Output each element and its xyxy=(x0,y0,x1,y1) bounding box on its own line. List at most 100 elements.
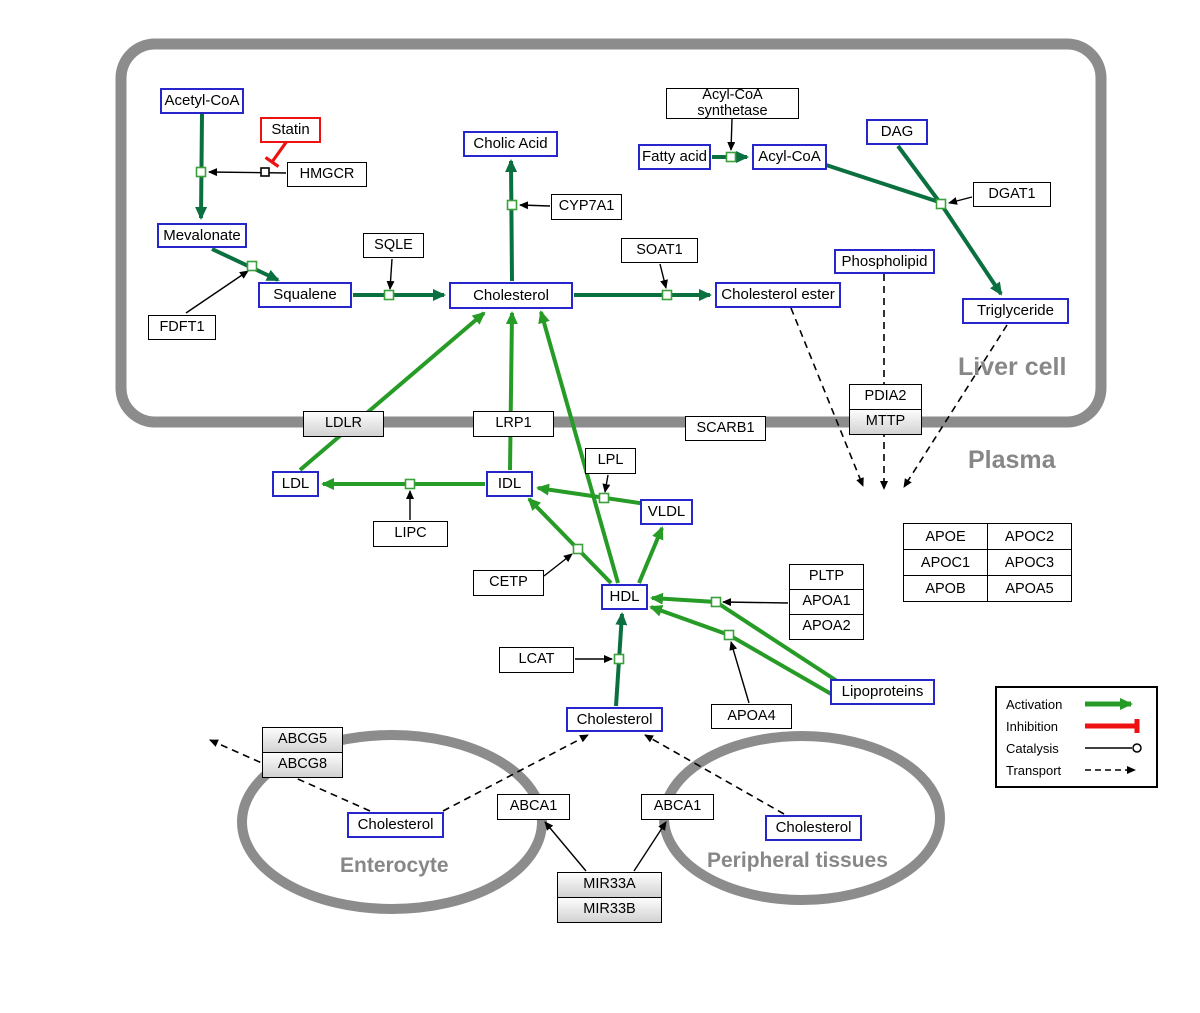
node-apoc2[interactable]: APOC2 xyxy=(988,524,1072,550)
edge-acylcoa-synthetase-catalysis xyxy=(727,118,736,151)
node-apoc1[interactable]: APOC1 xyxy=(904,550,988,576)
node-mir33a[interactable]: MIR33A xyxy=(557,872,662,898)
node-acetyl-coa[interactable]: Acetyl-CoA xyxy=(160,88,244,114)
legend-catalysis-label: Catalysis xyxy=(1006,740,1059,756)
catalysis-circle-icon xyxy=(1085,743,1142,753)
edge-cyp7a1-catalysis xyxy=(519,201,551,210)
legend: Activation Inhibition Catalysis Transpor… xyxy=(995,686,1158,788)
legend-inhibition-label: Inhibition xyxy=(1006,718,1059,734)
edge-hdl-vldl xyxy=(637,526,664,584)
edge-ldl-uptake-ldlr xyxy=(298,311,486,472)
edge-cholesterol-ester-secretion xyxy=(790,307,864,487)
edge-cholesterol-efflux-enterocyte xyxy=(442,734,589,812)
transport-dashed-arrow-icon xyxy=(1085,766,1136,774)
edge-hdl-uptake-liver xyxy=(538,310,620,584)
node-cholic-acid[interactable]: Cholic Acid xyxy=(463,131,558,157)
peripheral-tissues-label: Peripheral tissues xyxy=(707,849,888,872)
node-apoe[interactable]: APOE xyxy=(904,524,988,550)
node-hmgcr[interactable]: HMGCR xyxy=(287,162,367,187)
node-acyl-coa[interactable]: Acyl-CoA xyxy=(752,144,827,170)
node-triglyceride[interactable]: Triglyceride xyxy=(962,298,1069,324)
node-cholesterol-plasma[interactable]: Cholesterol xyxy=(566,707,663,732)
node-soat1[interactable]: SOAT1 xyxy=(621,238,698,263)
edge-acylcoa-dgat1 xyxy=(822,162,940,204)
compartment-shapes xyxy=(115,38,1107,914)
node-abcg8[interactable]: ABCG8 xyxy=(262,752,343,778)
edge-apoa4-catalysis xyxy=(729,641,750,704)
plasma-label: Plasma xyxy=(968,446,1056,474)
edge-lpl-catalysis xyxy=(602,474,611,493)
node-squalene[interactable]: Squalene xyxy=(258,282,352,308)
node-cholesterol-peripheral[interactable]: Cholesterol xyxy=(765,815,862,841)
catalysis-edges xyxy=(185,118,973,872)
edge-hmgcr-catalysis xyxy=(208,168,287,177)
legend-activation: Activation xyxy=(1006,696,1147,712)
edge-hdl-idl-cetp xyxy=(527,497,613,585)
node-apoa2[interactable]: APOA2 xyxy=(789,614,864,640)
node-apoc3[interactable]: APOC3 xyxy=(988,550,1072,576)
activation-arrow-icon xyxy=(1085,698,1133,710)
edge-mir33-abca1-left xyxy=(544,821,587,872)
node-statin[interactable]: Statin xyxy=(260,117,321,143)
node-lipc[interactable]: LIPC xyxy=(373,521,448,547)
node-idl[interactable]: IDL xyxy=(486,471,533,497)
edge-dgat1-triglyceride xyxy=(941,205,1003,296)
statin-inhibition-tbar xyxy=(264,156,280,168)
node-apoa5[interactable]: APOA5 xyxy=(988,576,1072,602)
node-abca1-right[interactable]: ABCA1 xyxy=(641,794,714,820)
node-fdft1[interactable]: FDFT1 xyxy=(148,315,216,340)
node-cholesterol-ester[interactable]: Cholesterol ester xyxy=(715,282,841,308)
node-cholesterol-liver[interactable]: Cholesterol xyxy=(449,282,573,309)
node-apoa1[interactable]: APOA1 xyxy=(789,589,864,615)
node-ldlr[interactable]: LDLR xyxy=(303,411,384,437)
node-apoa4[interactable]: APOA4 xyxy=(711,704,792,729)
node-cholesterol-enterocyte[interactable]: Cholesterol xyxy=(347,812,444,838)
legend-inhibition: Inhibition xyxy=(1006,718,1147,734)
edge-dgat1-catalysis xyxy=(948,196,973,205)
node-pdia2[interactable]: PDIA2 xyxy=(849,384,922,410)
edge-mir33-abca1-right xyxy=(633,821,667,872)
node-scarb1[interactable]: SCARB1 xyxy=(685,416,766,441)
node-fatty-acid[interactable]: Fatty acid xyxy=(638,144,711,170)
node-acyl-coa-synthetase[interactable]: Acyl-CoA synthetase xyxy=(666,88,799,119)
node-dgat1[interactable]: DGAT1 xyxy=(973,182,1051,207)
node-lcat[interactable]: LCAT xyxy=(499,647,574,673)
node-apob[interactable]: APOB xyxy=(904,576,988,602)
node-phospholipid[interactable]: Phospholipid xyxy=(834,249,935,274)
enterocyte-membrane xyxy=(237,730,547,914)
edge-dag-dgat1 xyxy=(896,144,940,202)
reaction-nodes xyxy=(195,151,947,665)
node-mevalonate[interactable]: Mevalonate xyxy=(157,223,247,248)
node-pltp[interactable]: PLTP xyxy=(789,564,864,590)
hmgcr-anchor-node xyxy=(260,167,270,177)
edge-statin-inhibition xyxy=(270,140,289,163)
liver-cell-label: Liver cell xyxy=(958,353,1067,381)
inhibition-tbar-icon xyxy=(1085,719,1140,733)
edge-idl-uptake-lrp1 xyxy=(505,311,518,471)
node-vldl[interactable]: VLDL xyxy=(640,499,693,525)
node-ldl[interactable]: LDL xyxy=(272,471,319,497)
edge-cholesterol-efflux-peripheral xyxy=(644,734,785,815)
node-sqle[interactable]: SQLE xyxy=(363,233,424,258)
edge-cholesterol-cholicacid xyxy=(505,159,518,282)
node-mir33b[interactable]: MIR33B xyxy=(557,897,662,923)
node-cyp7a1[interactable]: CYP7A1 xyxy=(551,194,622,220)
edge-soat1-catalysis xyxy=(659,263,668,289)
node-lrp1[interactable]: LRP1 xyxy=(473,411,554,437)
node-cetp[interactable]: CETP xyxy=(473,570,544,596)
edge-acetylcoa-mevalonate xyxy=(195,113,208,220)
node-abcg5[interactable]: ABCG5 xyxy=(262,727,343,753)
node-lpl[interactable]: LPL xyxy=(585,448,636,474)
node-dag[interactable]: DAG xyxy=(866,119,928,145)
node-lipoproteins[interactable]: Lipoproteins xyxy=(830,679,935,705)
edge-sqle-catalysis xyxy=(386,258,395,290)
node-abca1-left[interactable]: ABCA1 xyxy=(497,794,570,820)
node-mttp[interactable]: MTTP xyxy=(849,409,922,435)
edge-fdft1-catalysis xyxy=(185,270,249,314)
node-hdl[interactable]: HDL xyxy=(601,584,648,610)
edge-triglyceride-secretion xyxy=(903,324,1008,488)
liver-cell-membrane xyxy=(115,38,1107,428)
legend-catalysis: Catalysis xyxy=(1006,740,1147,756)
